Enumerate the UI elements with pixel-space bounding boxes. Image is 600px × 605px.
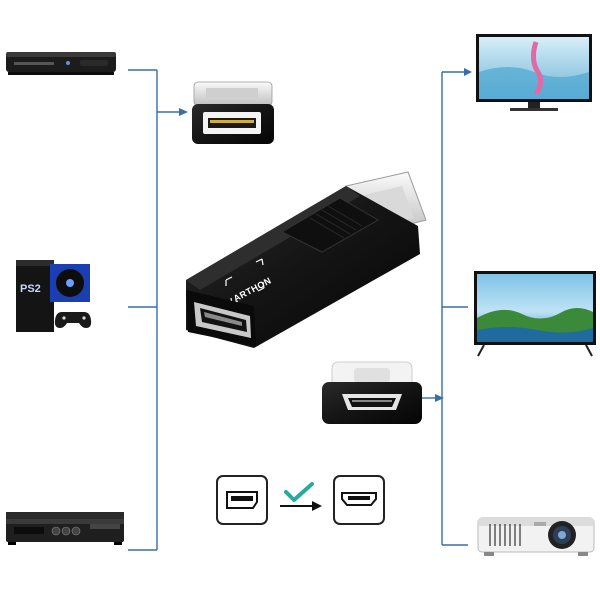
hdmi-port-main [186,290,256,346]
adapter-main: ARTHON [186,171,427,348]
check-mark-icon [284,482,314,502]
hdmi-port-icon [333,475,385,525]
brand-frame [225,258,265,305]
game-console-icon: PS2 [16,260,92,332]
right-connector-lines [422,71,468,546]
arrow-right-icon [280,501,322,511]
left-arrow-head [179,108,188,116]
projector-icon [477,517,595,556]
left-connector-lines [128,69,180,551]
displayport-port-icon [216,475,268,525]
compatibility-diagram [216,475,385,525]
monitor-icon [476,34,592,111]
dvd-player-icon [6,52,116,75]
set-top-box-icon [6,512,124,545]
hdmi-plug-small [322,361,422,424]
right-arrow-head [435,394,444,402]
tv-icon [474,271,596,357]
console-logo: PS2 [20,283,41,295]
top-right-arrow-head [464,68,472,76]
displayport-plug-small [192,81,274,144]
gamepad-icon [54,312,92,328]
